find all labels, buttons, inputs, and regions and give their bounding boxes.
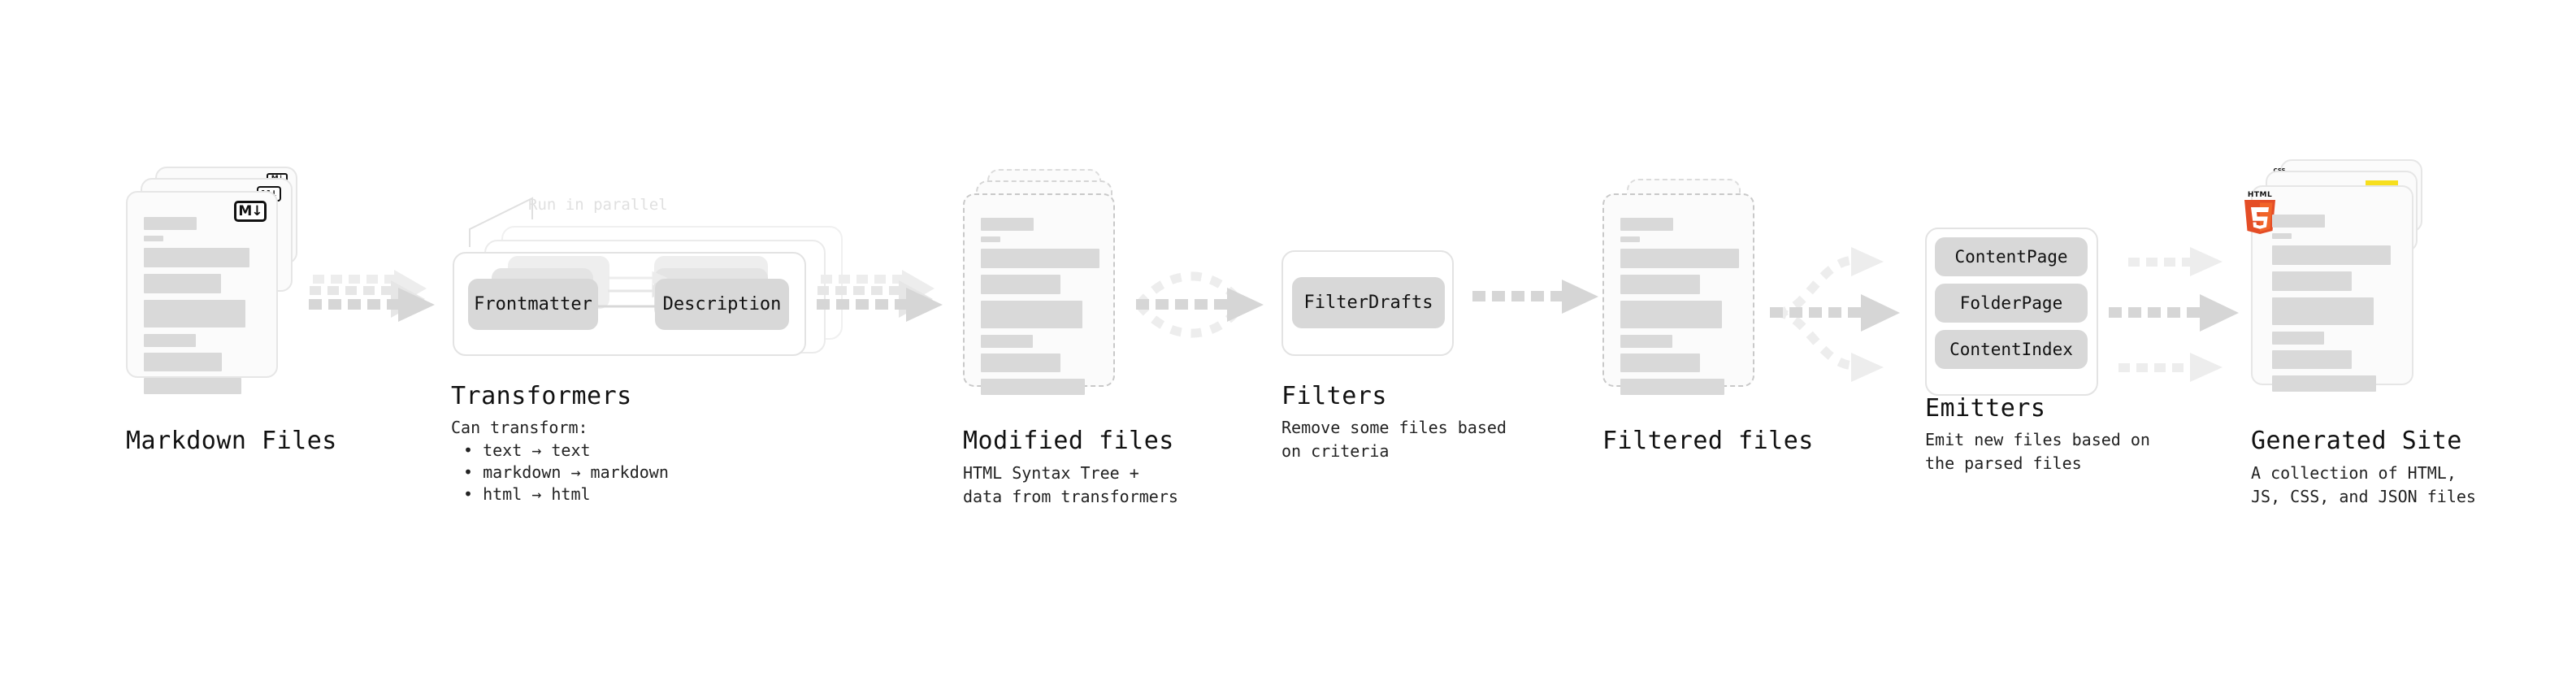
contentpage-chip-label: ContentPage (1954, 247, 2068, 267)
connector-filtered-to-emitters (1770, 236, 1924, 390)
filtered-files-card-stack (1602, 169, 1777, 395)
markdown-file-card-front: M↓ (126, 191, 278, 394)
connector-markdown-to-transformers (309, 268, 447, 341)
run-in-parallel-leader (455, 192, 544, 247)
generated-site-desc: A collection of HTML, JS, CSS, and JSON … (2251, 463, 2476, 506)
emitters-desc: Emit new files based on the parsed files (1925, 430, 2150, 473)
filters-title: Filters (1281, 382, 1387, 410)
markdown-icon: M↓ (234, 201, 267, 222)
transformers-bullet-2: • html → html (463, 484, 591, 504)
generated-site-card-stack: CSS HTML (2244, 159, 2438, 392)
transformers-bullet-1: • markdown → markdown (463, 462, 669, 482)
folderpage-chip[interactable]: FolderPage (1935, 284, 2088, 323)
markdown-files-title: Markdown Files (126, 427, 337, 455)
filters-desc: Remove some files based on criteria (1281, 418, 1507, 461)
filterdrafts-chip-label: FilterDrafts (1303, 293, 1433, 313)
connector-filters-to-filtered (1472, 280, 1602, 323)
frontmatter-chip-label: Frontmatter (474, 294, 592, 314)
html5-icon: HTML (2241, 191, 2279, 234)
frontmatter-chip[interactable]: Frontmatter (468, 279, 598, 330)
filterdrafts-chip[interactable]: FilterDrafts (1292, 277, 1445, 328)
contentindex-chip[interactable]: ContentIndex (1935, 330, 2088, 369)
modified-files-desc: HTML Syntax Tree + data from transformer… (963, 463, 1178, 506)
html5-icon-label: HTML (2247, 191, 2273, 199)
transformers-bullet-0: • text → text (463, 440, 591, 460)
filtered-files-title: Filtered files (1602, 427, 1814, 455)
html-file-card: HTML (2244, 185, 2413, 392)
markdown-files-card-stack: M↓ M↓ M↓ (126, 167, 301, 394)
description-chip-label: Description (662, 294, 782, 314)
contentpage-chip[interactable]: ContentPage (1935, 237, 2088, 276)
transformers-desc: Can transform: (451, 418, 588, 437)
description-chip[interactable]: Description (655, 279, 789, 330)
modified-file-card-front (963, 193, 1115, 395)
connector-emitters-to-site (2109, 236, 2263, 390)
connector-modified-to-filters (1135, 260, 1282, 349)
connector-transformers-to-modified (817, 268, 955, 341)
contentindex-chip-label: ContentIndex (1949, 340, 2073, 359)
filtered-file-card-front (1602, 193, 1754, 395)
emitters-title: Emitters (1925, 394, 2046, 423)
modified-files-card-stack (963, 169, 1138, 395)
generated-site-title: Generated Site (2251, 427, 2462, 455)
modified-files-title: Modified files (963, 427, 1174, 455)
folderpage-chip-label: FolderPage (1959, 293, 2063, 313)
transformers-title: Transformers (451, 382, 632, 410)
run-in-parallel-label: Run in parallel (528, 196, 668, 214)
